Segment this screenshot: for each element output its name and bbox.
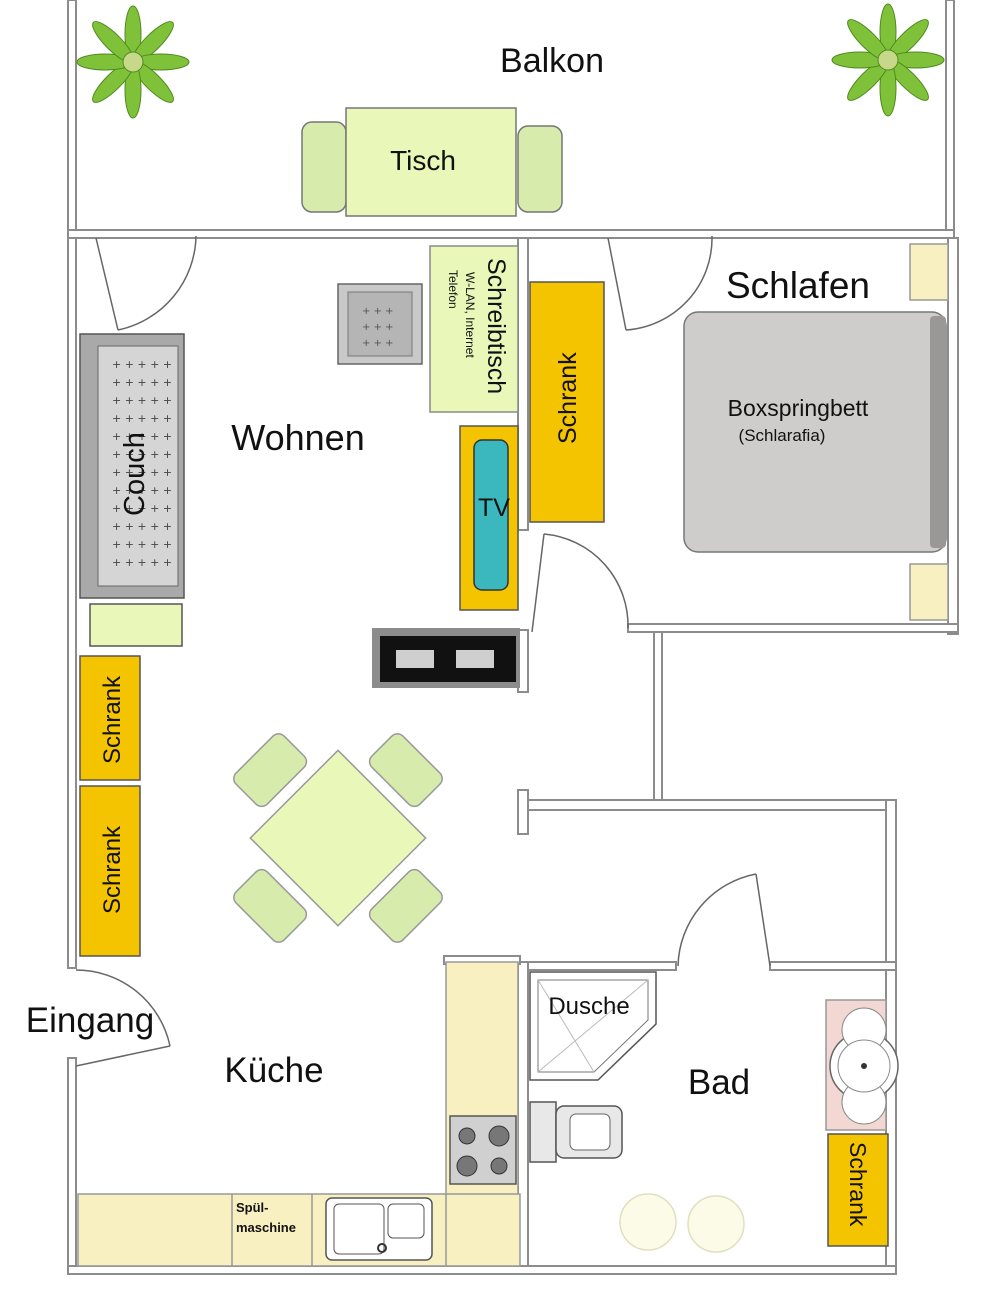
svg-text:+ + + + +: + + + + + (112, 538, 172, 551)
room-label-living: Wohnen (231, 417, 364, 458)
svg-text:+ + + + +: + + + + + (112, 358, 172, 371)
tv-unit: TV (459, 425, 519, 611)
svg-text:+ + +: + + + (362, 306, 394, 317)
nightstand-bottom (909, 563, 949, 621)
svg-text:+ + + + +: + + + + + (112, 502, 172, 515)
desk-note-wlan: W-LAN, Internet (463, 272, 477, 358)
room-label-bedroom: Schlafen (726, 265, 870, 306)
dishwasher-label-1: Spül- (236, 1200, 269, 1215)
bed: Boxspringbett (Schlarafia) (683, 311, 947, 553)
room-label-entrance: Eingang (26, 1001, 154, 1040)
svg-text:+ + + + +: + + + + + (112, 448, 172, 461)
balcony-table (301, 107, 563, 217)
wardrobe-bedroom: Schrank (529, 281, 605, 523)
room-label-bath: Bad (688, 1063, 750, 1102)
svg-text:+ + + + +: + + + + + (112, 466, 172, 479)
svg-text:+ + + + +: + + + + + (112, 484, 172, 497)
svg-text:+ + +: + + + (362, 322, 394, 333)
side-table (89, 603, 183, 647)
sideboard (372, 628, 520, 688)
shower-label: Dusche (548, 993, 629, 1020)
wardrobe-left-1: Schrank (79, 655, 141, 781)
couch: + + + + + + + + + + + + + + + + + + + + … (79, 333, 185, 599)
bath-rug-2 (687, 1195, 745, 1253)
svg-text:Schrank: Schrank (554, 352, 582, 444)
svg-text:Schrank: Schrank (99, 675, 126, 764)
plant-icon (831, 3, 945, 117)
door-swing-icon (75, 235, 771, 1067)
desk-label: Schreibtisch (482, 258, 510, 394)
sink-icon (325, 1197, 433, 1261)
room-label-kitchen: Küche (224, 1051, 323, 1090)
tv-label: TV (478, 494, 510, 522)
washbasin-icon (825, 999, 899, 1131)
bed-label: Boxspringbett (728, 395, 869, 421)
svg-text:+ + +: + + + (362, 338, 394, 349)
room-label-balcony: Balkon (500, 42, 604, 80)
bed-brand-label: (Schlarafia) (739, 426, 826, 445)
svg-text:+ + + + +: + + + + + (112, 394, 172, 407)
walls (67, 0, 959, 1275)
svg-text:+ + + + +: + + + + + (112, 430, 172, 443)
dishwasher-label-2: maschine (236, 1220, 296, 1235)
svg-text:+ + + + +: + + + + + (112, 520, 172, 533)
svg-text:+ + + + +: + + + + + (112, 376, 172, 389)
plant-icon (76, 5, 190, 119)
svg-text:+ + + + +: + + + + + (112, 412, 172, 425)
desk: Schreibtisch W-LAN, Internet Telefon (429, 245, 519, 413)
dining-table (233, 733, 443, 943)
nightstand-top (909, 243, 949, 301)
wardrobe-left-2: Schrank (79, 785, 141, 957)
svg-text:+ + + + +: + + + + + (112, 556, 172, 569)
bath-rug-1 (619, 1193, 677, 1251)
wardrobe-bathroom: Schrank (827, 1133, 889, 1247)
stove-icon (449, 1115, 517, 1185)
shower: Dusche (529, 971, 657, 1081)
armchair: + + + + + + + + + (337, 283, 423, 365)
couch-label: Couch (119, 432, 151, 516)
desk-note-phone: Telefon (446, 270, 460, 309)
toilet-icon (529, 1101, 623, 1163)
table-label: Tisch (390, 145, 456, 176)
svg-text:Schrank: Schrank (845, 1142, 871, 1227)
kitchen-counter (77, 961, 521, 1267)
svg-text:Schrank: Schrank (99, 825, 126, 914)
